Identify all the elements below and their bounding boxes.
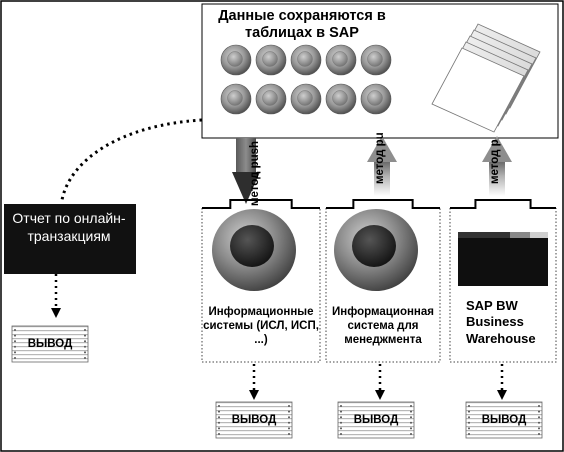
table-cylinder-icon — [255, 83, 287, 115]
pull-method-label-middle: метод pu — [374, 132, 386, 184]
pull-arrow-right — [482, 136, 512, 196]
table-cylinder-icon — [290, 83, 322, 115]
report-label: Отчет по онлайн-транзакциям — [12, 210, 126, 244]
output-label-report: ВЫВОД — [27, 338, 73, 350]
panel-output-arrow — [375, 364, 385, 400]
report-output-arrow — [51, 274, 61, 318]
panel-label-info-systems: Информационные системы (ИСЛ, ИСП, ...) — [203, 306, 319, 346]
bw-screen-icon — [458, 232, 548, 286]
table-cylinder-icon — [255, 44, 287, 76]
document-stack-icon — [431, 23, 541, 133]
output-label-info-systems: ВЫВОД — [231, 414, 277, 426]
table-cylinder-icon — [220, 44, 252, 76]
report-box — [4, 204, 136, 274]
output-printout-icon — [337, 401, 415, 439]
push-arrow — [232, 138, 260, 204]
storage-to-report-connector — [60, 118, 203, 201]
table-cylinder-icon — [325, 44, 357, 76]
output-label-sap-bw: ВЫВОД — [481, 414, 527, 426]
panel-label-sap-bw: SAP BW Business Warehouse — [466, 298, 536, 346]
database-icon-2 — [334, 209, 418, 291]
panel-management-system — [325, 199, 441, 363]
table-cylinder-icon — [220, 83, 252, 115]
output-printout-icon — [465, 401, 543, 439]
storage-title: Данные сохраняются в таблицах в SAP — [218, 8, 386, 42]
panel-sap-bw — [449, 199, 557, 363]
output-label-management: ВЫВОД — [353, 414, 399, 426]
table-cylinder-icon — [360, 44, 392, 76]
table-cylinder-icon — [325, 83, 357, 115]
data-tables-group — [220, 44, 392, 115]
panel-output-arrow — [497, 364, 507, 400]
database-icon-1 — [212, 209, 296, 291]
pull-method-label-right: метод p — [489, 139, 501, 184]
panel-info-systems — [201, 199, 321, 363]
table-cylinder-icon — [290, 44, 322, 76]
panel-output-arrow — [249, 364, 259, 400]
pull-arrow-middle — [367, 136, 397, 196]
output-printout-icon — [11, 325, 89, 363]
table-cylinder-icon — [360, 83, 392, 115]
panel-label-management-system: Информационная система для менеджмента — [332, 306, 434, 346]
output-printout-icon — [215, 401, 293, 439]
push-method-label: метод push — [249, 140, 261, 206]
